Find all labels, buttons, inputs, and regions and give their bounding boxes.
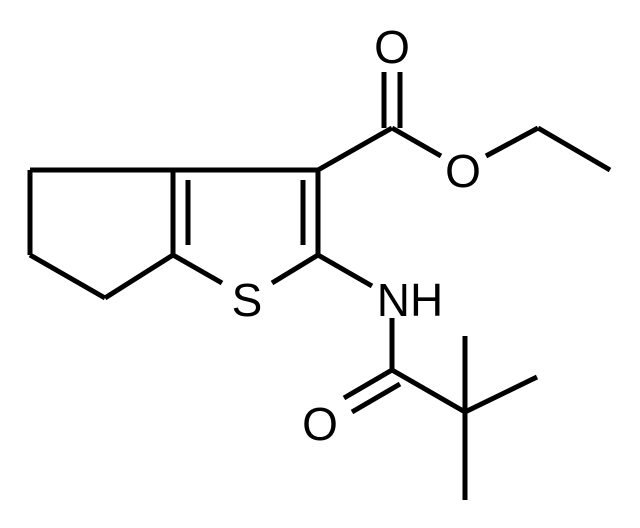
bond-s-c2: [270, 252, 320, 286]
bond-c7-c7a: [103, 252, 175, 301]
bond-amide-c-o-double-a: [342, 367, 394, 401]
atom-amide-carbonyl-oxygen: O: [302, 398, 338, 450]
bond-amide-c-quat-c: [390, 367, 467, 415]
bond-c6-c7: [28, 252, 107, 301]
atom-amide-nitrogen: NH: [377, 274, 443, 326]
bond-ethyl-ch2-ch3: [536, 125, 612, 173]
bond-o-ethyl-ch2: [484, 125, 540, 159]
atom-ester-carbonyl-oxygen: O: [374, 21, 410, 73]
bond-c7a-s: [171, 252, 224, 286]
bond-c3-ester-c: [316, 125, 394, 173]
bond-quat-c-methyl-right: [463, 374, 539, 415]
bond-c2-n: [316, 252, 374, 289]
bond-amide-c-o-double-b: [350, 381, 402, 415]
atom-ester-ether-oxygen: O: [445, 145, 481, 197]
cyclopentane-ring: [27, 167, 175, 301]
atom-ring-sulfur: S: [232, 274, 263, 326]
thiophene-ring: [170, 167, 321, 286]
bond-ester-c-o-ether: [390, 125, 443, 159]
pivaloyl-amide-group: [316, 252, 539, 500]
ethyl-ester-group: [316, 72, 612, 173]
